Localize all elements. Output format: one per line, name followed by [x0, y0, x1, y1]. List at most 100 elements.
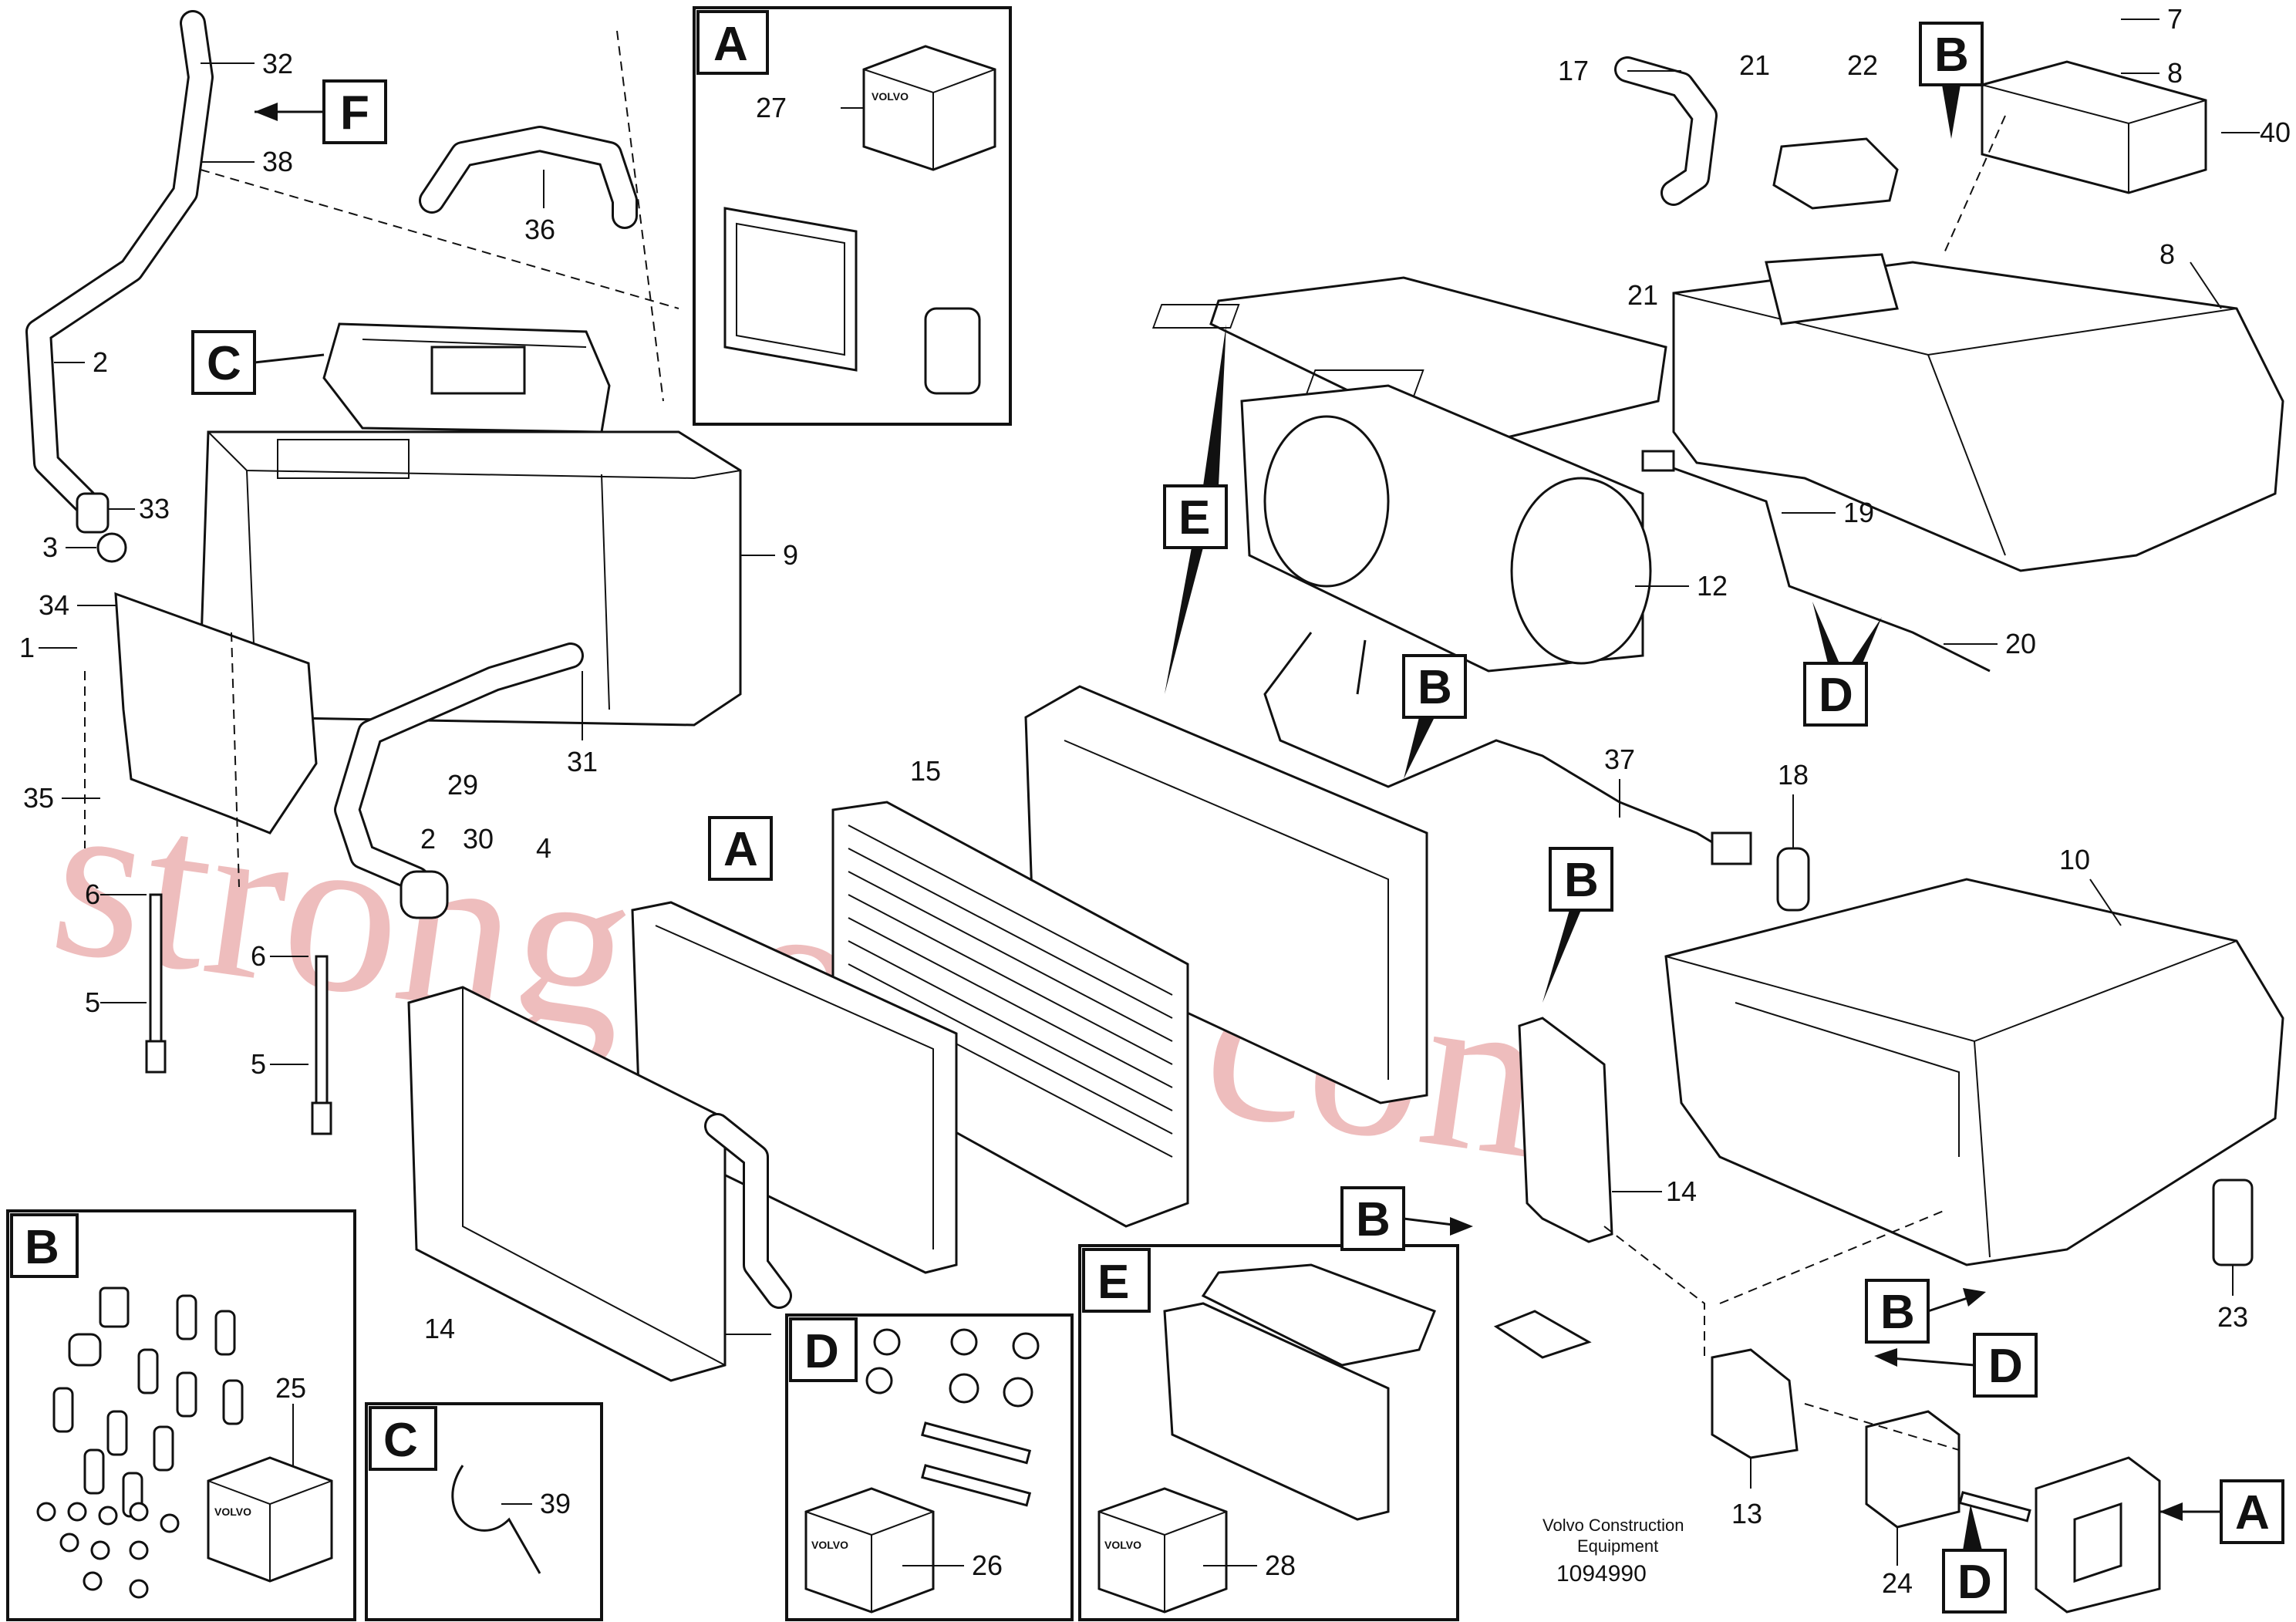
svg-text:B: B: [1934, 29, 1969, 82]
label-5a: 5: [85, 986, 100, 1018]
kit-26-brand: VOLVO: [811, 1539, 848, 1551]
callout-b-bracket: B: [1542, 847, 1613, 1003]
bracket-34: [114, 592, 318, 835]
document-number: 1094990: [1556, 1561, 1647, 1587]
inset-box-e: E VOLVO: [1078, 1244, 1459, 1621]
label-23: 23: [2217, 1301, 2248, 1333]
inset-b-letter: B: [25, 1221, 59, 1274]
label-37: 37: [1604, 744, 1635, 775]
label-9: 9: [783, 539, 798, 571]
hose-32: [25, 10, 214, 514]
label-5b: 5: [251, 1048, 266, 1080]
label-28: 28: [1265, 1549, 1296, 1581]
svg-text:B: B: [1356, 1193, 1391, 1246]
callout-b-lower: B: [1865, 1279, 1986, 1344]
label-18: 18: [1778, 759, 1809, 791]
inset-d-letter: D: [804, 1325, 839, 1378]
radiator-16: [831, 801, 1189, 1228]
callout-b-harness: B: [1402, 654, 1467, 779]
label-27: 27: [756, 92, 787, 123]
label-2a: 2: [93, 346, 108, 378]
dashed-leaders-right: [1603, 115, 2006, 1451]
caption-line1: Volvo Construction: [1542, 1516, 1684, 1535]
harness-37: [1263, 632, 1752, 865]
part-labels: 32 38 2 33 3 34 1 35 6 5 6 5 29 2 30 4 3…: [19, 3, 2291, 1599]
label-29: 29: [447, 769, 478, 801]
label-8: 8: [2167, 57, 2183, 89]
stud-5-left: [145, 893, 167, 1074]
bracket-13: [1711, 1348, 1799, 1459]
label-25: 25: [275, 1372, 306, 1404]
label-13: 13: [1731, 1498, 1762, 1529]
callout-d-bottom: D: [1942, 1504, 2007, 1614]
label-32: 32: [262, 48, 293, 79]
label-33: 33: [139, 493, 170, 524]
inset-c-letter: C: [383, 1414, 418, 1467]
callout-a-main: A: [708, 816, 773, 881]
clamp-3: [96, 532, 127, 563]
kit-27-brand: VOLVO: [872, 90, 909, 103]
evaporator-15: [407, 986, 727, 1382]
inset-box-b: B VOLVO: [6, 1209, 356, 1621]
label-14: 14: [1666, 1175, 1697, 1207]
callout-e-main: E: [1163, 324, 1228, 694]
fitting-33: [76, 492, 110, 534]
label-34: 34: [39, 589, 69, 621]
label-38: 38: [262, 146, 293, 177]
svg-text:E: E: [1178, 491, 1210, 545]
inset-a-letter: A: [713, 18, 748, 71]
label-31: 31: [567, 746, 598, 777]
callout-f: F: [255, 79, 387, 144]
svg-text:B: B: [1418, 661, 1452, 714]
cover-plate: [1151, 276, 1667, 449]
label-40: 40: [2260, 116, 2291, 148]
label-1: 1: [19, 632, 35, 663]
bracket-14: [1493, 1017, 1613, 1359]
stud-5-right: [311, 955, 332, 1135]
svg-text:A: A: [723, 823, 758, 876]
label-24: 24: [1882, 1567, 1913, 1599]
gasket-a-large: [2035, 1456, 2161, 1614]
ac-unit-9: [199, 322, 742, 727]
lower-housing-11: [1664, 878, 2284, 1266]
label-36: 36: [524, 214, 555, 245]
label-6a: 6: [85, 878, 100, 910]
label-12: 12: [1697, 570, 1728, 602]
top-housing-10: [1672, 137, 2284, 572]
label-7: 7: [2167, 3, 2183, 35]
callout-b-upper: B: [1919, 22, 1984, 139]
label-21a: 21: [1739, 49, 1770, 81]
label-4: 4: [536, 832, 551, 864]
label-21b: 21: [1627, 279, 1658, 311]
label-20: 20: [2005, 628, 2036, 659]
label-35: 35: [23, 782, 54, 814]
kit-25-brand: VOLVO: [214, 1506, 251, 1518]
label-11: 10: [2059, 844, 2090, 875]
callout-d-right: D: [1874, 1333, 2038, 1398]
svg-text:F: F: [340, 86, 369, 140]
kit-28-brand: VOLVO: [1104, 1539, 1141, 1551]
callout-b-left: B: [1340, 1186, 1473, 1251]
caption: Volvo Construction Equipment 1094990: [1542, 1516, 1684, 1587]
svg-text:C: C: [207, 337, 241, 390]
label-39: 39: [540, 1488, 571, 1519]
svg-text:A: A: [2235, 1486, 2270, 1539]
sensor-19: [1641, 450, 1991, 673]
svg-text:B: B: [1564, 854, 1599, 907]
sleeve-30: [400, 870, 449, 919]
label-2b: 2: [420, 823, 436, 855]
hose-17: [1614, 56, 1718, 206]
inset-box-c: C: [365, 1402, 603, 1621]
label-3: 3: [42, 531, 58, 563]
blower-12: [1240, 384, 1652, 673]
label-16: 15: [910, 755, 941, 787]
label-17: 17: [1558, 55, 1589, 86]
svg-text:D: D: [1819, 669, 1853, 722]
evap-pipes: [704, 1113, 792, 1309]
label-6b: 6: [251, 940, 266, 972]
svg-text:D: D: [1988, 1340, 2023, 1393]
inset-box-a: A VOLVO: [693, 6, 1012, 426]
label-30: 30: [463, 823, 494, 855]
label-10: 8: [2159, 238, 2175, 270]
